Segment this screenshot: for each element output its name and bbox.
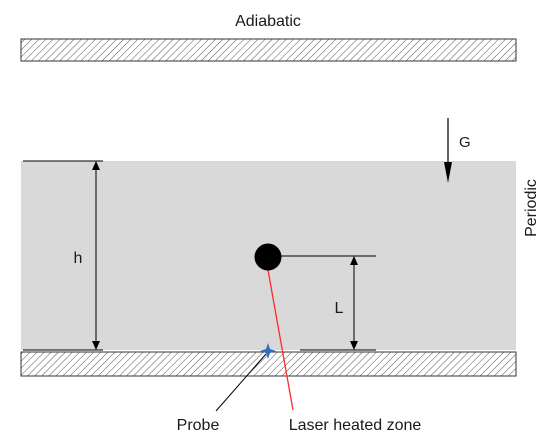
probe-label: Probe bbox=[177, 417, 220, 434]
periodic-label: Periodic bbox=[523, 179, 540, 237]
adiabatic-label: Adiabatic bbox=[235, 13, 301, 30]
height-arrow-bottom bbox=[92, 341, 100, 350]
height-arrow-top bbox=[92, 161, 100, 170]
distance-label: L bbox=[335, 300, 344, 317]
laser-beam-line bbox=[267, 269, 294, 411]
laser-zone-label: Laser heated zone bbox=[289, 417, 422, 434]
top-wall bbox=[20, 38, 517, 62]
probe-leader-line bbox=[215, 353, 267, 412]
gravity-arrow-head bbox=[444, 162, 452, 183]
gravity-label: G bbox=[459, 134, 471, 151]
distance-arrow-top bbox=[350, 256, 358, 265]
height-label: h bbox=[74, 250, 83, 267]
particle-marker bbox=[254, 243, 282, 271]
distance-arrow-bottom bbox=[350, 341, 358, 350]
probe-marker-icon bbox=[260, 343, 276, 359]
